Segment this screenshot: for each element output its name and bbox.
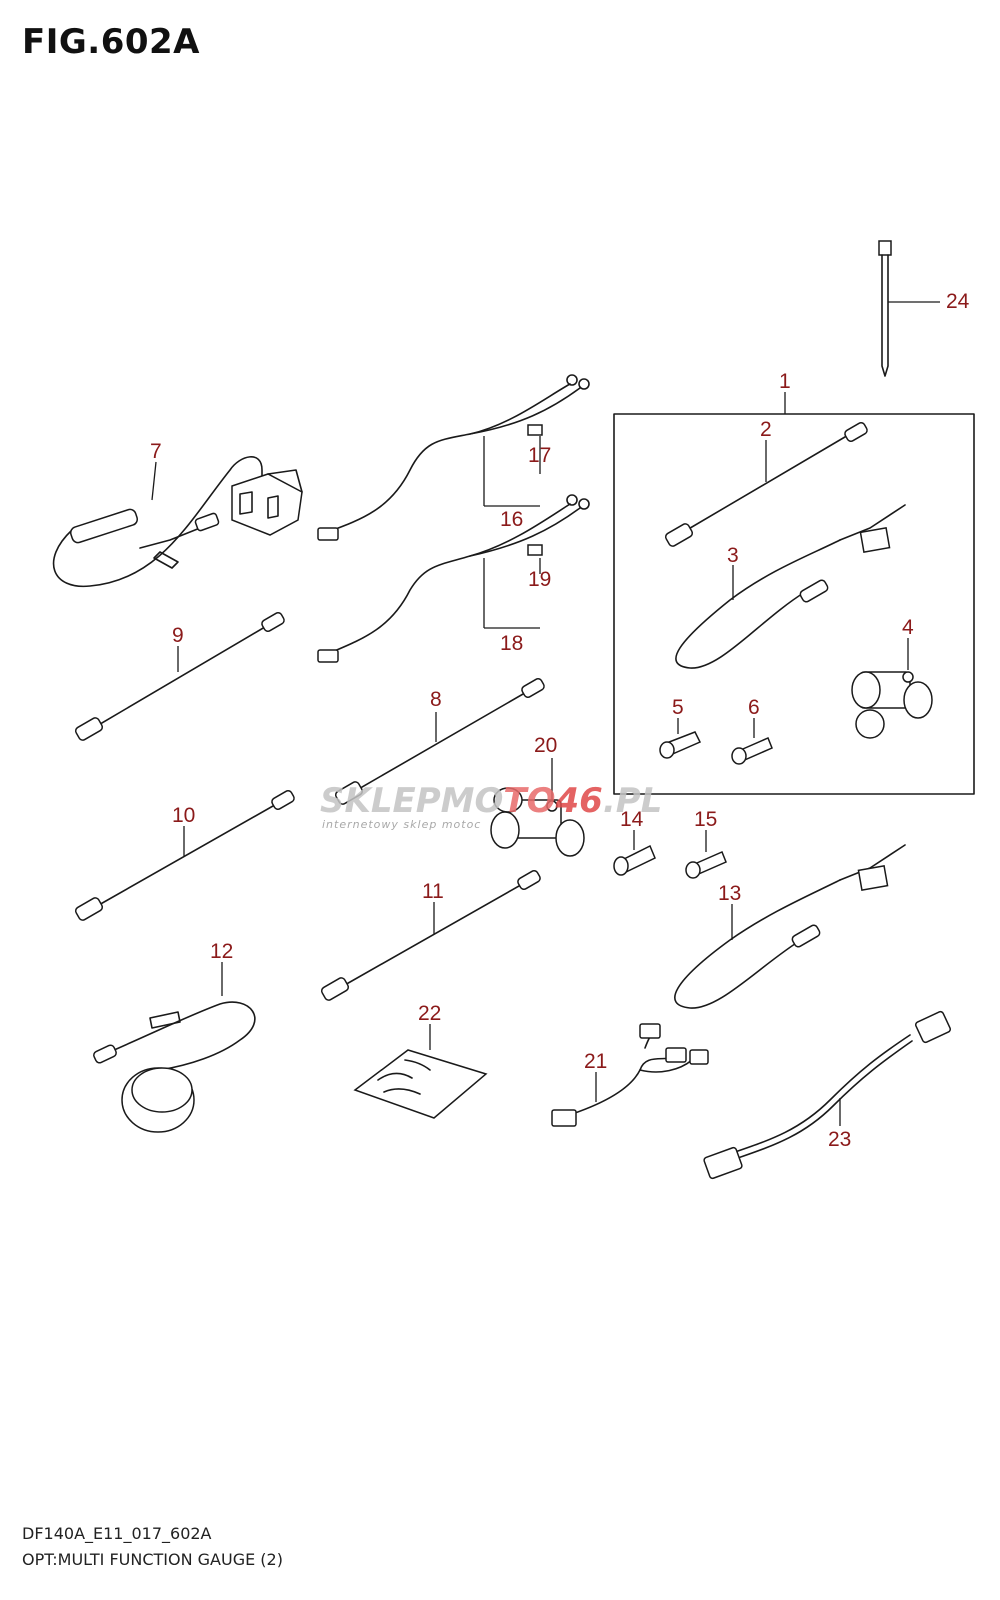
part-2-cable[interactable] [664, 421, 868, 547]
assembly-group-box [613, 413, 975, 795]
callout-14[interactable]: 14 [620, 808, 644, 831]
watermark-brand-2: TO [503, 781, 555, 821]
part-16-harness[interactable] [317, 374, 590, 541]
callout-24[interactable]: 24 [946, 290, 970, 313]
part-8-cable[interactable] [334, 677, 545, 805]
part-22-bag[interactable] [353, 1024, 488, 1119]
callout-1[interactable]: 1 [779, 370, 791, 393]
callout-2[interactable]: 2 [760, 418, 772, 441]
part-3-power-cable[interactable] [675, 504, 906, 669]
callout-8[interactable]: 8 [430, 688, 442, 711]
watermark-tagline: internetowy sklep motoc [322, 818, 481, 831]
callout-20[interactable]: 20 [534, 734, 557, 757]
callout-7[interactable]: 7 [150, 440, 162, 463]
watermark-brand-1: SKLEPMO [320, 781, 503, 821]
figure-caption: OPT:MULTI FUNCTION GAUGE (2) [22, 1550, 283, 1569]
part-4-t-connector[interactable] [851, 638, 933, 739]
part-12-sensor[interactable] [92, 962, 256, 1133]
callout-13[interactable]: 13 [718, 882, 741, 905]
part-20-t-connector[interactable] [490, 758, 585, 857]
figure-code: DF140A_E11_017_602A [22, 1524, 212, 1543]
callout-11[interactable]: 11 [422, 880, 444, 903]
callout-6[interactable]: 6 [748, 696, 760, 719]
watermark-brand-4: .PL [603, 781, 663, 821]
callout-16[interactable]: 16 [500, 508, 523, 531]
callout-15[interactable]: 15 [694, 808, 717, 831]
part-6-terminator[interactable] [731, 718, 773, 765]
part-10-cable[interactable] [74, 789, 295, 921]
callout-4[interactable]: 4 [902, 616, 914, 639]
callout-18[interactable]: 18 [500, 632, 523, 655]
part-14-terminator[interactable] [613, 830, 656, 876]
figure-title: FIG.602A [22, 22, 200, 62]
callout-21[interactable]: 21 [584, 1050, 607, 1073]
part-13-power-cable[interactable] [674, 844, 906, 1009]
part-23-harness[interactable] [703, 1010, 952, 1180]
callout-22[interactable]: 22 [418, 1002, 441, 1025]
callout-9[interactable]: 9 [172, 624, 184, 647]
callout-10[interactable]: 10 [172, 804, 195, 827]
part-18-harness[interactable] [317, 494, 590, 663]
callout-3[interactable]: 3 [727, 544, 739, 567]
watermark-brand-3: 46 [555, 781, 603, 821]
part-5-terminator[interactable] [659, 718, 702, 759]
part-21-y-harness[interactable] [551, 1023, 709, 1127]
part-15-terminator[interactable] [685, 830, 727, 879]
watermark: SKLEPMOTO46.PL internetowy sklep motoc [320, 781, 662, 831]
callout-17[interactable]: 17 [528, 444, 551, 467]
callout-23[interactable]: 23 [828, 1128, 851, 1151]
callout-5[interactable]: 5 [672, 696, 684, 719]
part-11-cable[interactable] [320, 869, 541, 1001]
svg-text:SKLEPMOTO46.PL: SKLEPMOTO46.PL [320, 781, 662, 821]
part-9-cable[interactable] [74, 611, 285, 741]
part-7-transducer[interactable] [52, 456, 303, 588]
callout-12[interactable]: 12 [210, 940, 233, 963]
callout-19[interactable]: 19 [528, 568, 551, 591]
part-24-cable-tie[interactable] [878, 240, 940, 377]
